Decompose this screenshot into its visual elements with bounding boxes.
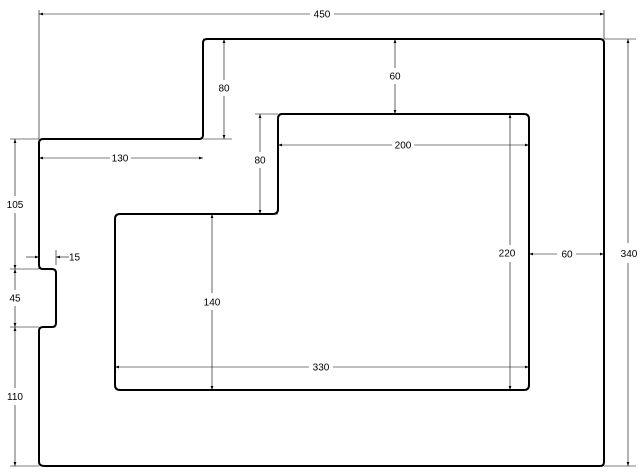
label-left-lower-height: 110 [7,392,23,403]
label-left-upper-height: 105 [7,200,24,211]
dim-left-lower-height: 110 [7,327,23,466]
dim-inner-right-gap: 60 [529,250,604,261]
dim-top-notch-depth: 80 [218,39,230,139]
label-tab-height: 45 [9,294,21,305]
dim-overall-height: 340 [621,39,638,466]
label-inner-right-gap: 60 [561,250,573,261]
dim-inner-left-height: 140 [204,214,221,390]
dim-top-notch-width: 130 [39,154,203,165]
label-inner-left-height: 140 [204,298,221,309]
dim-overall-width: 450 [39,10,604,21]
label-inner-bottom-width: 330 [313,363,330,374]
dim-inner-top-gap: 60 [389,39,401,114]
label-tab-depth: 15 [69,253,81,264]
inner-pocket-outline [114,113,530,391]
label-overall-height: 340 [621,249,638,260]
label-inner-height: 220 [499,249,516,260]
dim-inner-height: 220 [499,114,516,390]
label-top-notch-depth: 80 [218,84,230,95]
dim-inner-bottom-width: 330 [115,363,529,374]
dim-inner-step-depth: 80 [254,114,266,214]
outer-outline [38,38,605,467]
dim-tab-height: 45 [9,269,21,327]
extension-lines [10,10,636,467]
label-inner-step-depth: 80 [254,156,266,167]
dim-left-upper-height: 105 [7,139,24,269]
dim-tab-depth: 15 [26,253,81,264]
label-inner-top-width: 200 [395,141,412,152]
dim-inner-top-width: 200 [278,141,529,152]
label-overall-width: 450 [314,10,331,21]
label-inner-top-gap: 60 [389,72,401,83]
label-top-notch-width: 130 [112,154,129,165]
